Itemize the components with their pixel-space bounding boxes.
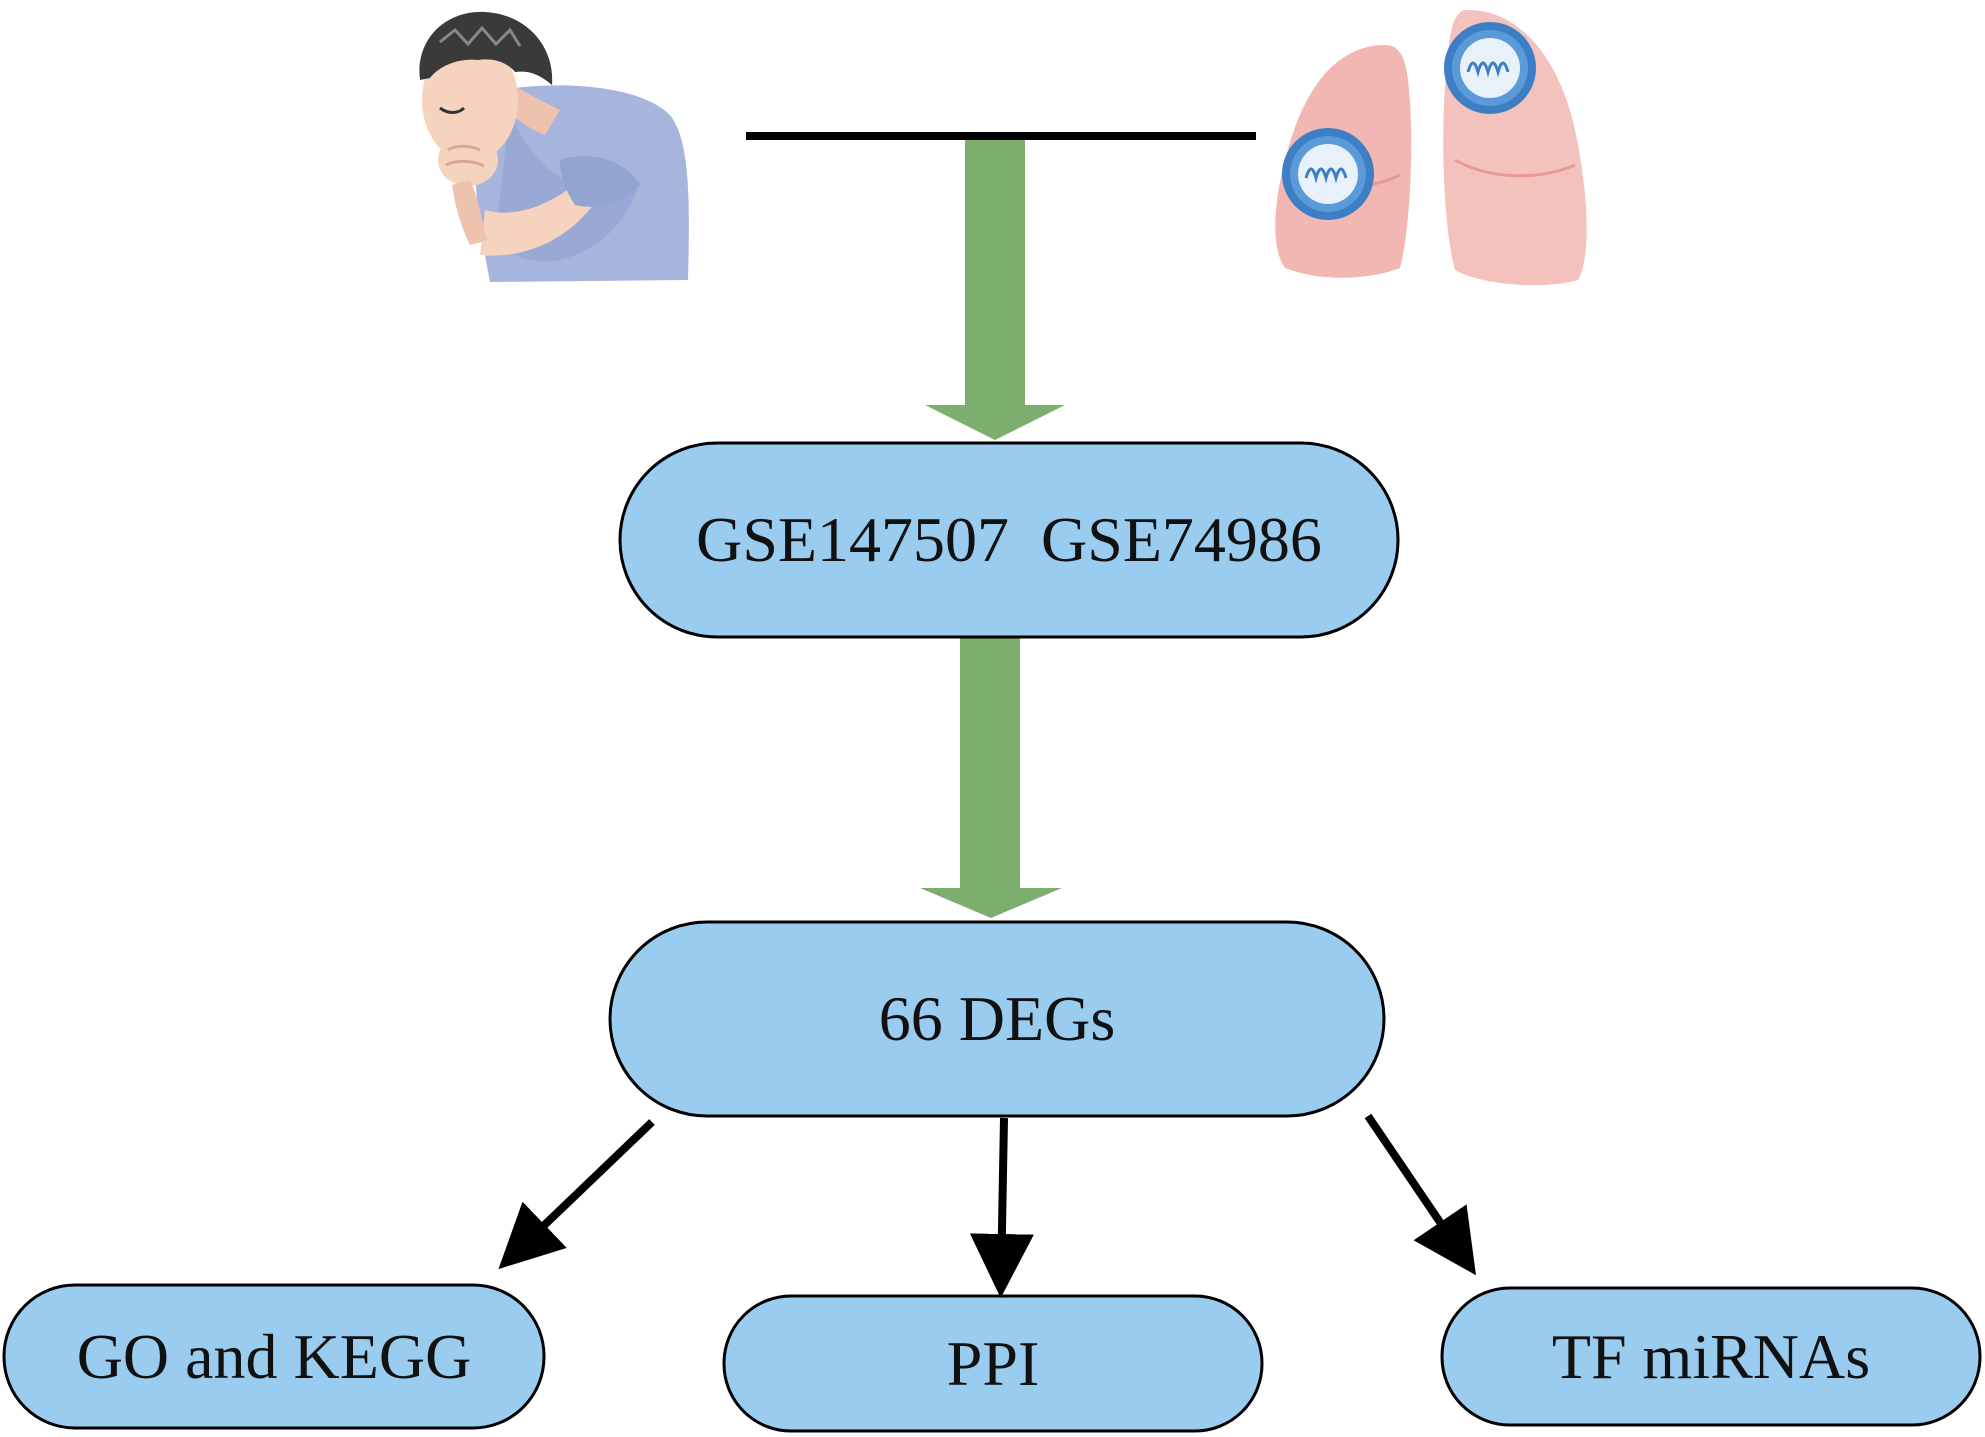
node-ppi: PPI — [724, 1296, 1262, 1431]
coughing-person-icon — [419, 11, 689, 282]
node-go-kegg-label: GO and KEGG — [76, 1320, 472, 1392]
node-ppi-label: PPI — [946, 1327, 1040, 1399]
node-tf-mirnas: TF miRNAs — [1442, 1288, 1980, 1425]
arrow-to-tf-mirnas — [1364, 1113, 1476, 1276]
node-datasets-label: GSE147507 GSE74986 — [696, 504, 1322, 575]
infected-lungs-icon — [1275, 9, 1587, 286]
green-arrow-2 — [920, 638, 1062, 918]
node-tf-mirnas-bg — [1440, 1286, 1982, 1427]
node-degs-bg — [608, 920, 1386, 1118]
node-degs: 66 DEGs — [610, 922, 1384, 1116]
arrow-to-ppi — [969, 1117, 1034, 1298]
node-datasets: GSE147507 GSE74986 — [620, 443, 1398, 637]
node-go-kegg-bg — [2, 1283, 546, 1430]
arrow-to-go-kegg — [498, 1119, 655, 1270]
node-datasets-bg — [618, 441, 1400, 639]
node-tf-mirnas-label: TF miRNAs — [1551, 1320, 1871, 1392]
node-go-kegg: GO and KEGG — [4, 1285, 544, 1428]
green-arrow-1 — [925, 140, 1065, 440]
node-degs-label: 66 DEGs — [878, 983, 1116, 1054]
